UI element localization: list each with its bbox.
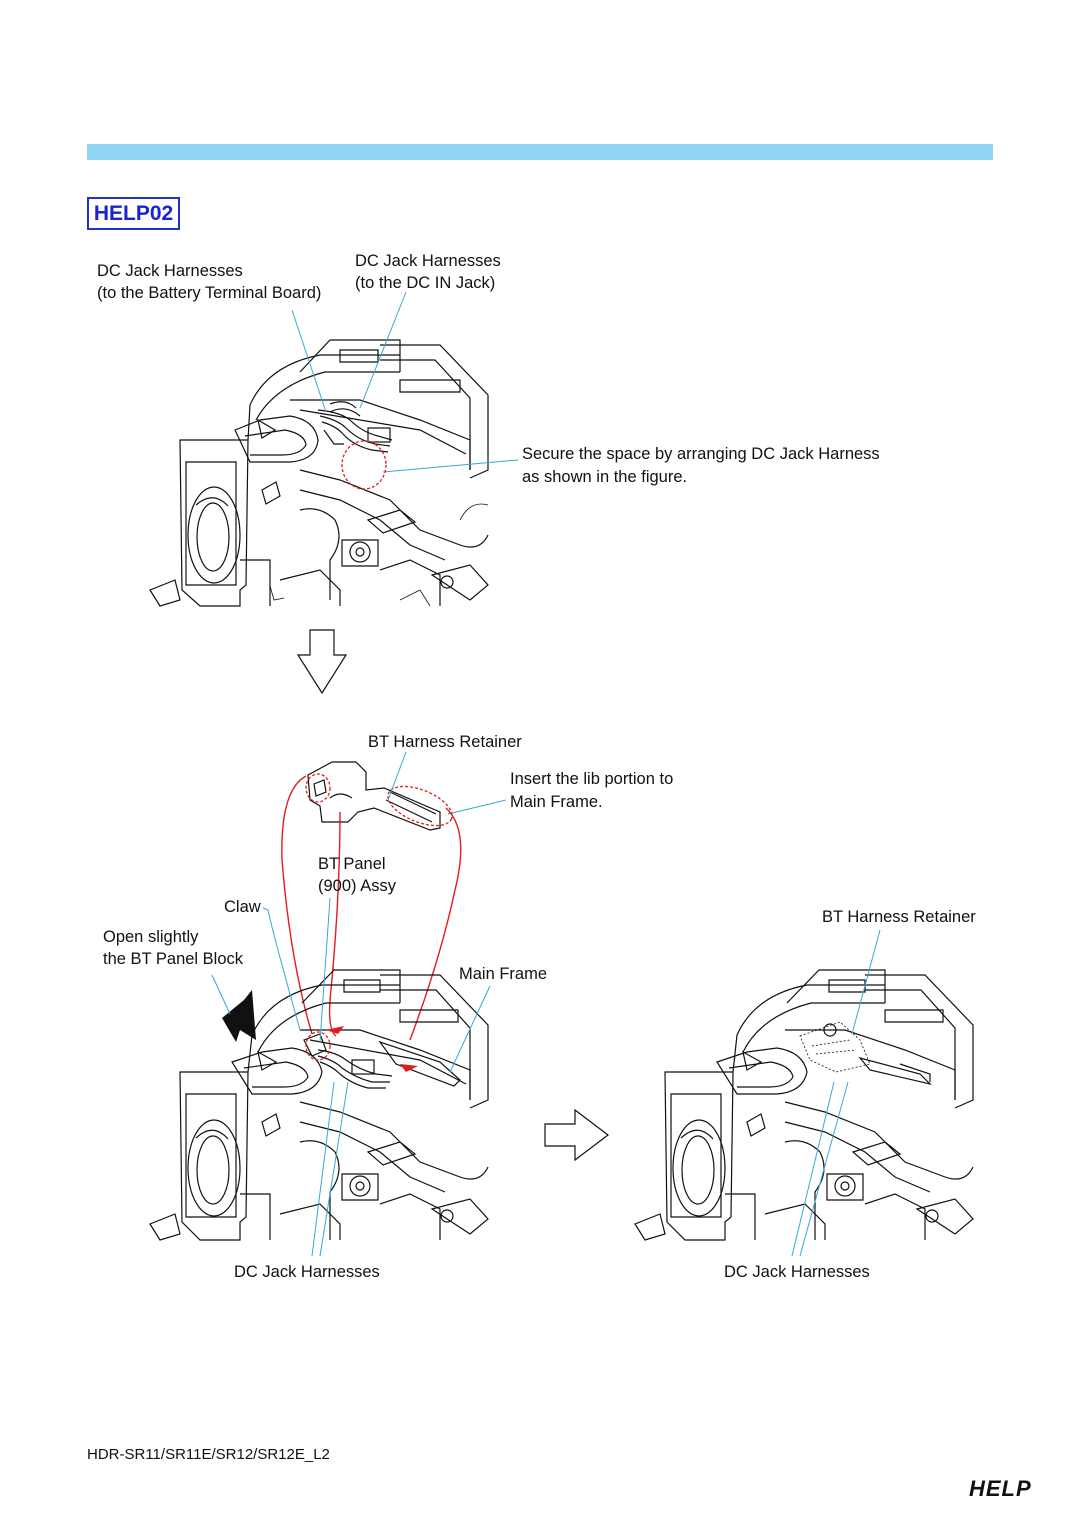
note-secure-space: Secure the space by arranging DC Jack Ha… [522, 445, 880, 463]
note-insert-lib: Insert the lib portion to [510, 770, 674, 788]
camera-body-bottom-right-illustration [634, 969, 974, 1241]
label-bt-panel: BT Panel [318, 855, 386, 873]
camera-body-bottom-left-illustration [149, 969, 489, 1241]
section-tag[interactable]: HELP02 [87, 197, 180, 230]
label-open-slightly-2: the BT Panel Block [103, 950, 244, 968]
label-main-frame: Main Frame [459, 965, 548, 983]
right-arrow-outline [544, 1108, 609, 1162]
label-claw: Claw [224, 898, 261, 916]
camera-body-top-illustration [149, 339, 489, 607]
open-arrow [222, 990, 256, 1042]
help-link[interactable]: HELP [969, 1476, 1032, 1501]
label-open-slightly: Open slightly [103, 928, 199, 946]
label-dc-jack-dcin-sub: (to the DC IN Jack) [355, 274, 496, 292]
section-header-bar [87, 144, 993, 160]
label-dc-jack-battery: DC Jack Harnesses [97, 262, 243, 280]
label-dc-jack-dcin: DC Jack Harnesses [355, 252, 501, 270]
note-secure-space-2: as shown in the figure. [522, 468, 688, 486]
label-bt-harness-retainer: BT Harness Retainer [368, 733, 522, 751]
label-bt-harness-retainer-right: BT Harness Retainer [822, 908, 976, 926]
bt-harness-retainer-part [307, 761, 441, 831]
note-insert-lib-2: Main Frame. [510, 793, 603, 811]
label-bt-panel-assy: (900) Assy [318, 877, 396, 895]
label-dc-jack-harnesses-left: DC Jack Harnesses [234, 1263, 380, 1281]
label-dc-jack-battery-sub: (to the Battery Terminal Board) [97, 284, 322, 302]
label-dc-jack-harnesses-right: DC Jack Harnesses [724, 1263, 870, 1281]
model-number: HDR-SR11/SR11E/SR12/SR12E_L2 [87, 1446, 330, 1463]
down-arrow-outline [296, 629, 348, 695]
